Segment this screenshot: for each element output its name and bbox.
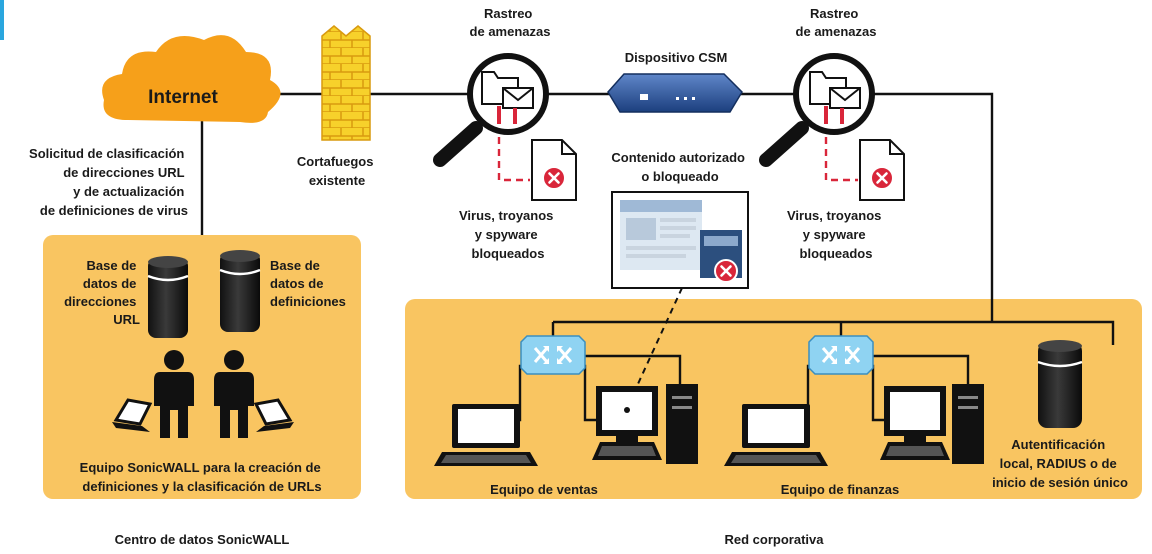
monitor-icon-finance xyxy=(880,386,950,460)
pointer-dot xyxy=(624,407,630,413)
monitor-icon-sales xyxy=(592,386,662,460)
def-db-label: Base de datos de definiciones xyxy=(270,258,346,309)
csm-device xyxy=(607,73,743,113)
switch-icon-sales xyxy=(519,334,587,376)
content-screenshot xyxy=(611,191,749,289)
team-label: Equipo SonicWALL para la creación de def… xyxy=(80,460,325,494)
corporate-caption: Red corporativa xyxy=(725,532,825,547)
url-database-icon xyxy=(147,256,189,338)
edge-accent xyxy=(0,0,4,40)
infected-file-icon-left xyxy=(531,139,577,201)
scan-left-label: Rastreo de amenazas xyxy=(470,6,551,39)
blocked-right-label: Virus, troyanos y spyware bloqueados xyxy=(787,208,885,261)
request-label: Solicitud de clasificación de direccione… xyxy=(29,146,188,218)
laptop-icon-small-left xyxy=(112,398,153,432)
magnifier-icon-right xyxy=(759,53,875,167)
infected-file-icon-right xyxy=(859,139,905,201)
definitions-database-icon xyxy=(219,250,261,332)
scan-right-label: Rastreo de amenazas xyxy=(796,6,877,39)
datacenter-caption: Centro de datos SonicWALL xyxy=(115,532,290,547)
firewall-label: Cortafuegos existente xyxy=(297,154,377,188)
finance-label: Equipo de finanzas xyxy=(781,482,899,497)
csm-label: Dispositivo CSM xyxy=(625,50,728,65)
threat-paths xyxy=(497,125,858,182)
auth-server-icon xyxy=(1037,340,1083,428)
firewall-icon xyxy=(321,25,371,141)
sales-label: Equipo de ventas xyxy=(490,482,598,497)
internet-label: Internet xyxy=(148,87,218,108)
tower-icon-sales xyxy=(666,384,698,464)
url-db-label: Base de datos de direcciones URL xyxy=(64,258,140,327)
content-label: Contenido autorizado o bloqueado xyxy=(611,150,748,184)
magnifier-icon-left xyxy=(433,53,549,167)
internet-cloud: Internet xyxy=(102,35,281,123)
switch-icon-finance xyxy=(807,334,875,376)
datacenter-panel xyxy=(43,235,361,499)
laptop-icon-small-right xyxy=(253,398,294,432)
blocked-left-label: Virus, troyanos y spyware bloqueados xyxy=(459,208,557,261)
auth-label: Autentificación local, RADIUS o de inici… xyxy=(992,437,1128,490)
tower-icon-finance xyxy=(952,384,984,464)
